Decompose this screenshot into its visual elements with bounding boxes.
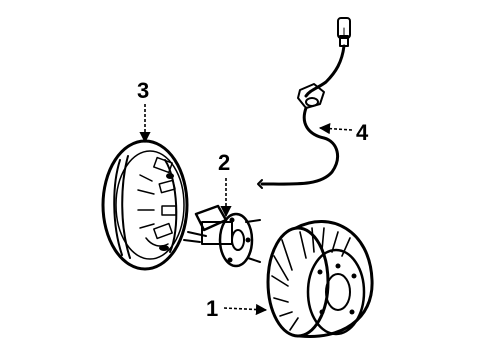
callout-4-label: 4 — [356, 120, 369, 145]
callout-1-leader — [223, 303, 268, 316]
callout-1: 1 — [206, 296, 268, 321]
callout-2: 2 — [218, 150, 232, 218]
callout-2-label: 2 — [218, 150, 230, 175]
abs-sensor-assembly — [257, 17, 351, 189]
backing-plate-assembly — [101, 139, 189, 271]
callout-3: 3 — [137, 78, 151, 144]
brake-drum-assembly — [266, 220, 374, 338]
callout-4: 4 — [318, 120, 369, 145]
callout-1-label: 1 — [206, 296, 218, 321]
callout-4-leader — [318, 123, 353, 135]
callout-3-label: 3 — [137, 78, 149, 103]
hub-assembly — [183, 204, 261, 268]
